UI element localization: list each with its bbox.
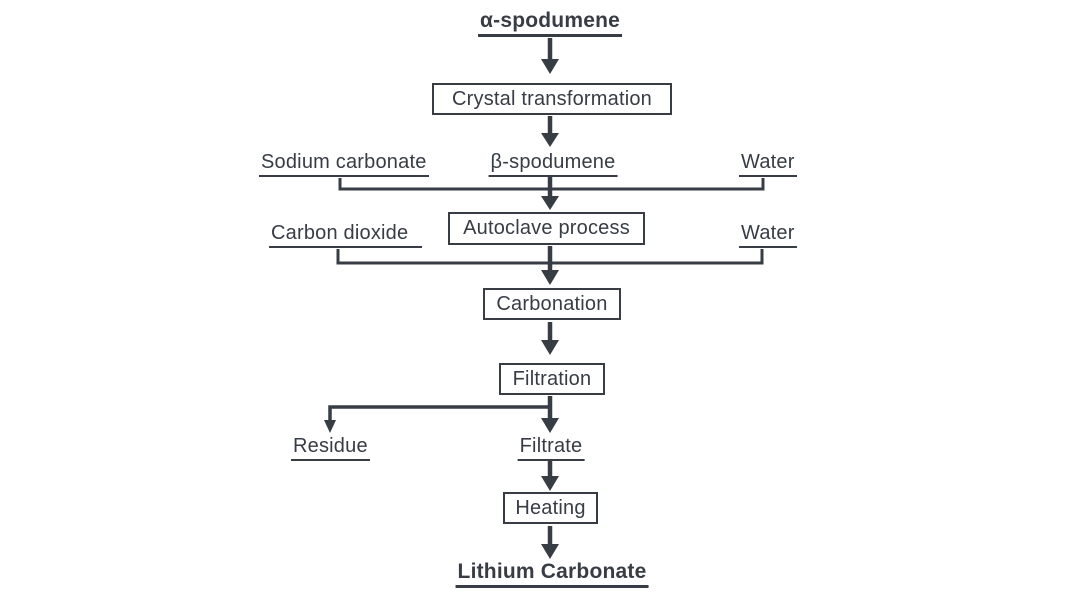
arrow-alpha-to-crystal [541,38,559,74]
node-filtrate: Filtrate [517,434,585,461]
arrow-heating-to-lithium-carbonate [541,526,559,559]
arrow-beta-to-autoclave [541,177,559,210]
process-box-filtration: Filtration [499,363,605,395]
arrow-carbonation-to-filtration [541,322,559,355]
node-water-upper: Water [739,150,797,177]
node-lithium-carbonate: Lithium Carbonate [455,560,649,588]
process-box-autoclave-process: Autoclave process [448,212,645,245]
arrow-filtration-to-residue [324,405,550,433]
arrow-filtration-to-filtrate [541,396,559,433]
node-carbon-dioxide: Carbon dioxide [269,221,423,248]
arrow-crystal-to-beta [541,116,559,147]
junction-sodium-water-merge [338,178,765,191]
arrow-autoclave-to-carbonation [541,246,559,285]
node-beta-spodumene: β-spodumene [488,150,618,177]
process-box-crystal-transformation: Crystal transformation [432,83,672,115]
node-residue: Residue [291,434,370,461]
process-box-heating: Heating [503,492,598,524]
arrow-filtrate-to-heating [541,460,559,491]
junction-co2-water-merge [336,249,764,265]
node-alpha-spodumene: α-spodumene [478,9,622,37]
node-sodium-carbonate: Sodium carbonate [259,150,429,177]
process-box-carbonation: Carbonation [483,288,621,320]
node-water-lower: Water [739,221,797,248]
